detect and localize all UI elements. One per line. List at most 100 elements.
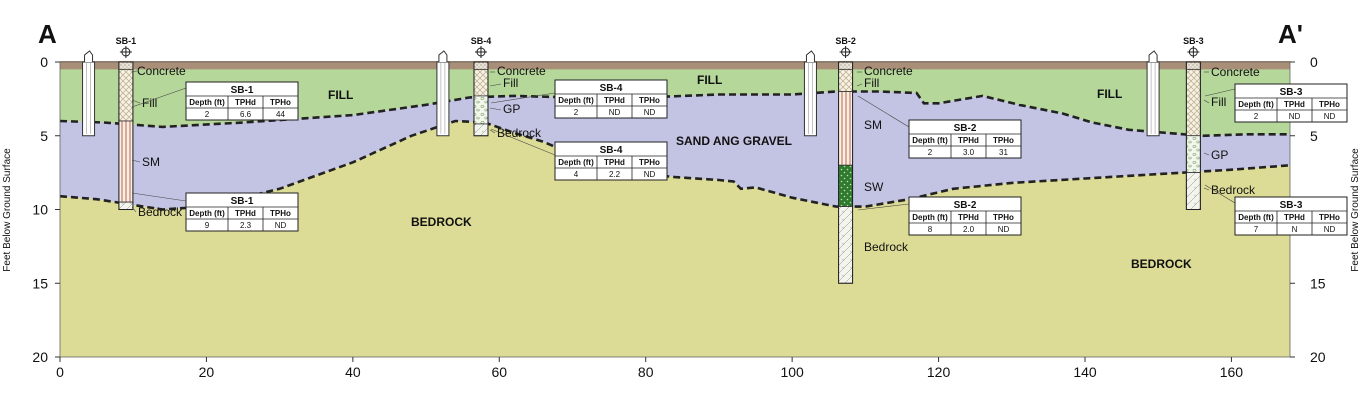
callout-column-header: TPHd (235, 98, 256, 107)
boring-layer-label: SM (864, 118, 882, 132)
callout-column-header: Depth (ft) (912, 136, 948, 145)
callout-cell-value: 4 (574, 170, 579, 179)
callout-leader-line (490, 92, 556, 104)
boring-layer-bedrock (473, 123, 489, 137)
y-tick-label-right: 5 (1310, 128, 1318, 144)
boring-layer-label: Concrete (497, 64, 546, 78)
boring-layer-fill (473, 68, 489, 97)
well-casing-cap (805, 50, 815, 62)
monitoring-well (436, 50, 450, 137)
soil-borings: ConcreteFillSMBedrockSB-1ConcreteFillGPB… (116, 36, 1260, 284)
x-tick-label: 80 (638, 364, 654, 380)
callout-cell-value: ND (644, 170, 656, 179)
callout-title: SB-1 (231, 196, 254, 207)
well-casing-cap (84, 50, 94, 62)
callout-cell-value: 6.6 (240, 110, 252, 119)
callout-column-header: Depth (ft) (1238, 100, 1274, 109)
bedrock-contact-line (59, 119, 1291, 211)
axes: 0204060801001201401600055101015152020 (32, 54, 1325, 380)
boring-layer-concrete (118, 61, 134, 70)
callout-column-header: Depth (ft) (558, 96, 594, 105)
boring-id-label: SB-3 (1183, 36, 1204, 46)
x-tick-label: 20 (199, 364, 215, 380)
callout-cell-value: 7 (1254, 225, 1259, 234)
x-tick-label: 60 (491, 364, 507, 380)
callout-cell-value: 3.0 (963, 148, 975, 157)
boring-layer-label: GP (503, 102, 520, 116)
callout-title: SB-2 (954, 123, 977, 134)
callout-cell-value: ND (998, 225, 1010, 234)
boring-layer-label: Bedrock (864, 240, 909, 254)
x-tick-label: 0 (56, 364, 64, 380)
callout-column-header: TPHo (1319, 100, 1340, 109)
y-tick-label-right: 0 (1310, 54, 1318, 70)
boring-layer-sm (838, 91, 853, 166)
zone-label-bedrock-left: BEDROCK (411, 215, 472, 229)
monitoring-wells (82, 50, 1160, 137)
callout-column-header: Depth (ft) (558, 158, 594, 167)
monitoring-well (1146, 50, 1160, 137)
callout-column-header: Depth (ft) (1238, 213, 1274, 222)
callout-cell-value: N (1292, 225, 1298, 234)
callout-title: SB-3 (1280, 87, 1303, 98)
callout-cell-value: 2 (928, 148, 933, 157)
callout-cell-value: 9 (205, 221, 210, 230)
boring-layer-label: Concrete (864, 64, 913, 78)
boring-layer-gp (1185, 135, 1201, 174)
callout-column-header: TPHd (958, 213, 979, 222)
callout-column-header: TPHd (604, 96, 625, 105)
boring-layer-concrete (838, 61, 853, 70)
callout-leader-line (490, 128, 556, 156)
callout-cell-value: 2 (574, 108, 579, 117)
boring-layer-bedrock (1185, 172, 1201, 210)
x-tick-label: 100 (780, 364, 804, 380)
callout-column-header: TPHo (993, 136, 1014, 145)
callout-cell-value: 2 (205, 110, 210, 119)
callout-title: SB-4 (600, 145, 623, 156)
callout-cell-value: 2 (1254, 112, 1259, 121)
x-tick-label: 120 (927, 364, 951, 380)
monitoring-well (803, 50, 817, 137)
boring-layer-label: Concrete (137, 64, 186, 78)
boring-layer-sm (118, 120, 134, 203)
callout-leader-line (1204, 184, 1236, 204)
callout-column-header: TPHo (639, 158, 660, 167)
callout-leader-line (1204, 88, 1236, 97)
zone-label-bedrock-right: BEDROCK (1131, 257, 1192, 271)
x-tick-label: 140 (1073, 364, 1097, 380)
callout-column-header: Depth (ft) (189, 209, 225, 218)
bedrock-zone (60, 121, 1290, 357)
boring-layer-gp (473, 95, 489, 125)
callout-column-header: TPHo (993, 213, 1014, 222)
callout-leader-line (857, 95, 910, 128)
callout-leader-line (857, 203, 910, 211)
boring-layer-bedrock (838, 206, 853, 284)
boring-layer-fill (838, 68, 853, 92)
callout-column-header: Depth (ft) (912, 213, 948, 222)
boring-layer-label: GP (1211, 148, 1228, 162)
fill-zone (60, 62, 1290, 136)
callout-cell-value: ND (1289, 112, 1301, 121)
y-tick-label-right: 20 (1310, 349, 1326, 365)
callout-column-header: TPHo (639, 96, 660, 105)
callout-cell-value: 44 (276, 110, 285, 119)
callout-column-header: TPHd (1284, 213, 1305, 222)
monitoring-well (82, 50, 96, 137)
zone-label-sand-gravel: SAND ANG GRAVEL (676, 134, 792, 148)
callout-cell-value: ND (1324, 225, 1336, 234)
callout-column-header: TPHd (235, 209, 256, 218)
callout-column-header: TPHd (1284, 100, 1305, 109)
well-casing-cap (1148, 50, 1158, 62)
y-axis-label-left: Feet Below Ground Surface (2, 148, 13, 272)
callout-cell-value: ND (275, 221, 287, 230)
boring-layer-label: SW (864, 180, 884, 194)
y-tick-label-left: 5 (40, 128, 48, 144)
x-tick-label: 40 (345, 364, 361, 380)
